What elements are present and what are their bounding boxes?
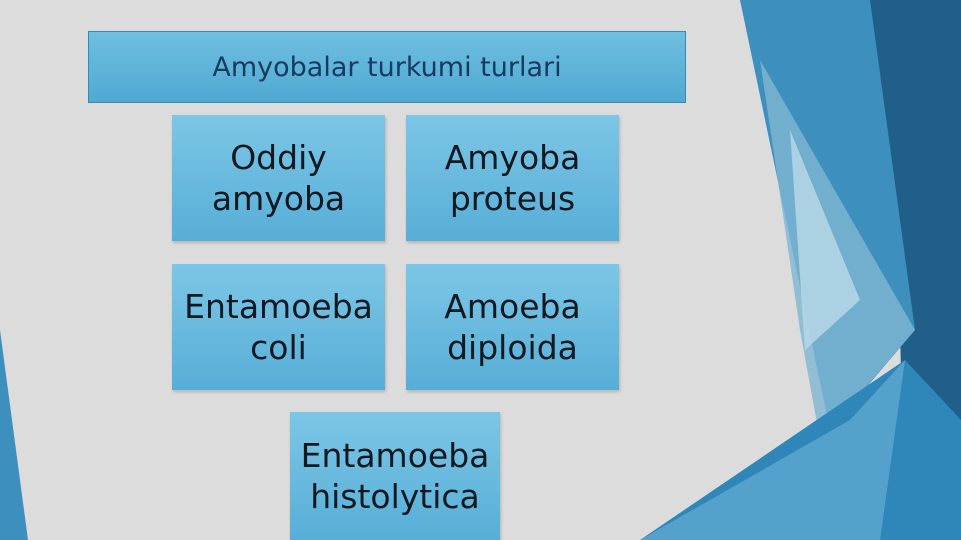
species-line: Amoeba — [444, 287, 581, 326]
species-line: proteus — [449, 179, 576, 218]
species-line: Entamoeba — [300, 436, 490, 475]
title-bar: Amyobalar turkumi turlari — [88, 31, 686, 103]
species-box-amoeba-diploida: Amoeba diploida — [406, 264, 619, 390]
species-line: Amyoba — [444, 138, 581, 177]
species-line: Entamoeba — [184, 287, 373, 326]
species-box-entamoeba-histolytica: Entamoeba histolytica — [290, 412, 500, 540]
species-box-entamoeba-coli: Entamoeba coli — [172, 264, 385, 390]
bg-facet-bottom-light — [640, 360, 905, 540]
species-line: Oddiy — [230, 138, 327, 177]
title-text: Amyobalar turkumi turlari — [212, 51, 562, 83]
species-box-oddiy-amyoba: Oddiy amyoba — [172, 115, 385, 241]
species-line: coli — [250, 328, 307, 367]
species-line: amyoba — [211, 179, 346, 218]
species-line: histolytica — [310, 477, 480, 516]
species-box-amyoba-proteus: Amyoba proteus — [406, 115, 619, 241]
bg-facet-left — [0, 330, 28, 540]
species-line: diploida — [447, 328, 578, 367]
bg-facet-pale — [790, 130, 860, 350]
